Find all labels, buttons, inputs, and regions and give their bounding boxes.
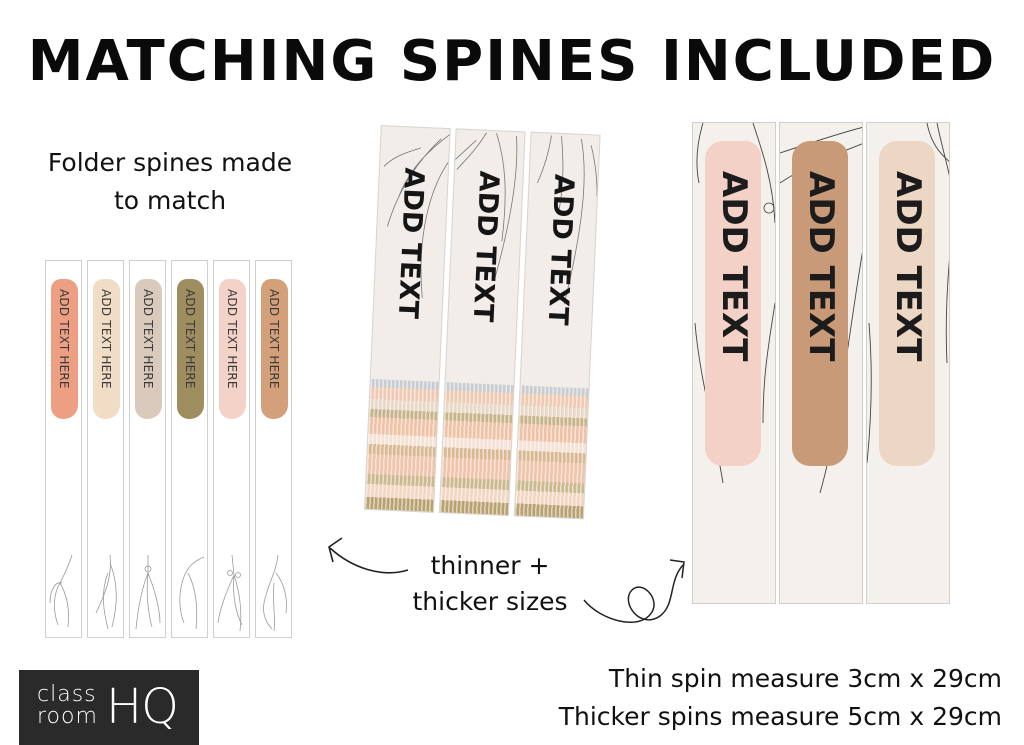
color-swatch <box>219 279 246 419</box>
small-spine: ADD TEXT HERE <box>213 260 250 638</box>
caption-line: thinner + <box>430 551 550 580</box>
spine-label: ADD TEXT <box>888 171 928 362</box>
color-swatch <box>51 279 78 419</box>
thin-spine: ADD TEXT <box>513 131 601 520</box>
eucalyptus-branch-icon <box>694 123 775 484</box>
folder-spines-caption: Folder spines made to match <box>20 144 320 220</box>
eucalyptus-leaf-icon <box>263 554 287 632</box>
small-spine: ADD TEXT HERE <box>45 260 82 638</box>
sizes-caption: thinner + thicker sizes <box>390 548 590 620</box>
eucalyptus-branch-icon <box>867 123 949 464</box>
spine-label: ADD TEXT HERE <box>266 289 281 389</box>
eucalyptus-leaf-icon <box>135 555 161 630</box>
thick-spine: ADD TEXT <box>866 122 950 604</box>
classroom-hq-logo: class room HQ <box>19 670 199 745</box>
landscape-artwork <box>439 382 514 516</box>
thick-spine: ADD TEXT <box>779 122 863 604</box>
thick-size-text: Thicker spins measure 5cm x 29cm <box>558 702 1002 731</box>
spine-label: ADD TEXT HERE <box>98 289 113 389</box>
small-spine: ADD TEXT HERE <box>255 260 292 638</box>
eucalyptus-leaf-icon <box>49 554 73 628</box>
thin-spines-group: ADD TEXT ADD TEXT ADD TEXT <box>363 125 612 533</box>
spine-label: ADD TEXT HERE <box>224 289 239 389</box>
color-swatch <box>705 141 761 466</box>
logo-word: class <box>37 682 97 707</box>
spine-label: ADD TEXT <box>801 171 841 362</box>
landscape-artwork <box>514 385 589 519</box>
logo-word: HQ <box>106 679 179 735</box>
eucalyptus-leaf-icon <box>217 554 243 632</box>
small-spine: ADD TEXT HERE <box>171 260 208 638</box>
color-swatch <box>135 279 162 419</box>
thin-spine: ADD TEXT <box>438 128 526 517</box>
caption-line: thicker sizes <box>412 587 568 616</box>
color-swatch <box>261 279 288 419</box>
thick-spine: ADD TEXT <box>692 122 776 604</box>
spine-label: ADD TEXT <box>391 166 430 320</box>
loop-arrow-right-icon <box>583 559 685 623</box>
caption-line: to match <box>113 186 227 215</box>
eucalyptus-branch-icon <box>383 132 451 299</box>
landscape-artwork <box>365 378 439 512</box>
curved-arrow-left-icon <box>328 537 409 574</box>
eucalyptus-leaf-icon <box>95 554 117 630</box>
eucalyptus-branch-icon <box>537 135 598 305</box>
spine-label: ADD TEXT HERE <box>182 289 197 389</box>
thin-size-text: Thin spin measure 3cm x 29cm <box>608 664 1002 693</box>
small-spine: ADD TEXT HERE <box>87 260 124 638</box>
color-swatch <box>792 141 848 466</box>
small-spine: ADD TEXT HERE <box>129 260 166 638</box>
logo-word: room <box>37 704 98 729</box>
spine-label: ADD TEXT HERE <box>56 289 71 389</box>
spine-label: ADD TEXT <box>466 170 505 323</box>
thin-spine: ADD TEXT <box>363 125 451 513</box>
color-swatch <box>93 279 120 419</box>
spine-label: ADD TEXT <box>714 171 754 362</box>
spine-label: ADD TEXT HERE <box>140 289 155 389</box>
spine-label: ADD TEXT <box>541 173 580 326</box>
color-swatch <box>879 141 935 466</box>
size-measurements: Thin spin measure 3cm x 29cm Thicker spi… <box>559 660 1002 736</box>
page-title: MATCHING SPINES INCLUDED <box>27 29 997 94</box>
eucalyptus-leaf-icon <box>179 556 205 630</box>
eucalyptus-branch-icon <box>455 132 518 282</box>
color-swatch <box>177 279 204 419</box>
caption-line: Folder spines made <box>47 148 293 177</box>
